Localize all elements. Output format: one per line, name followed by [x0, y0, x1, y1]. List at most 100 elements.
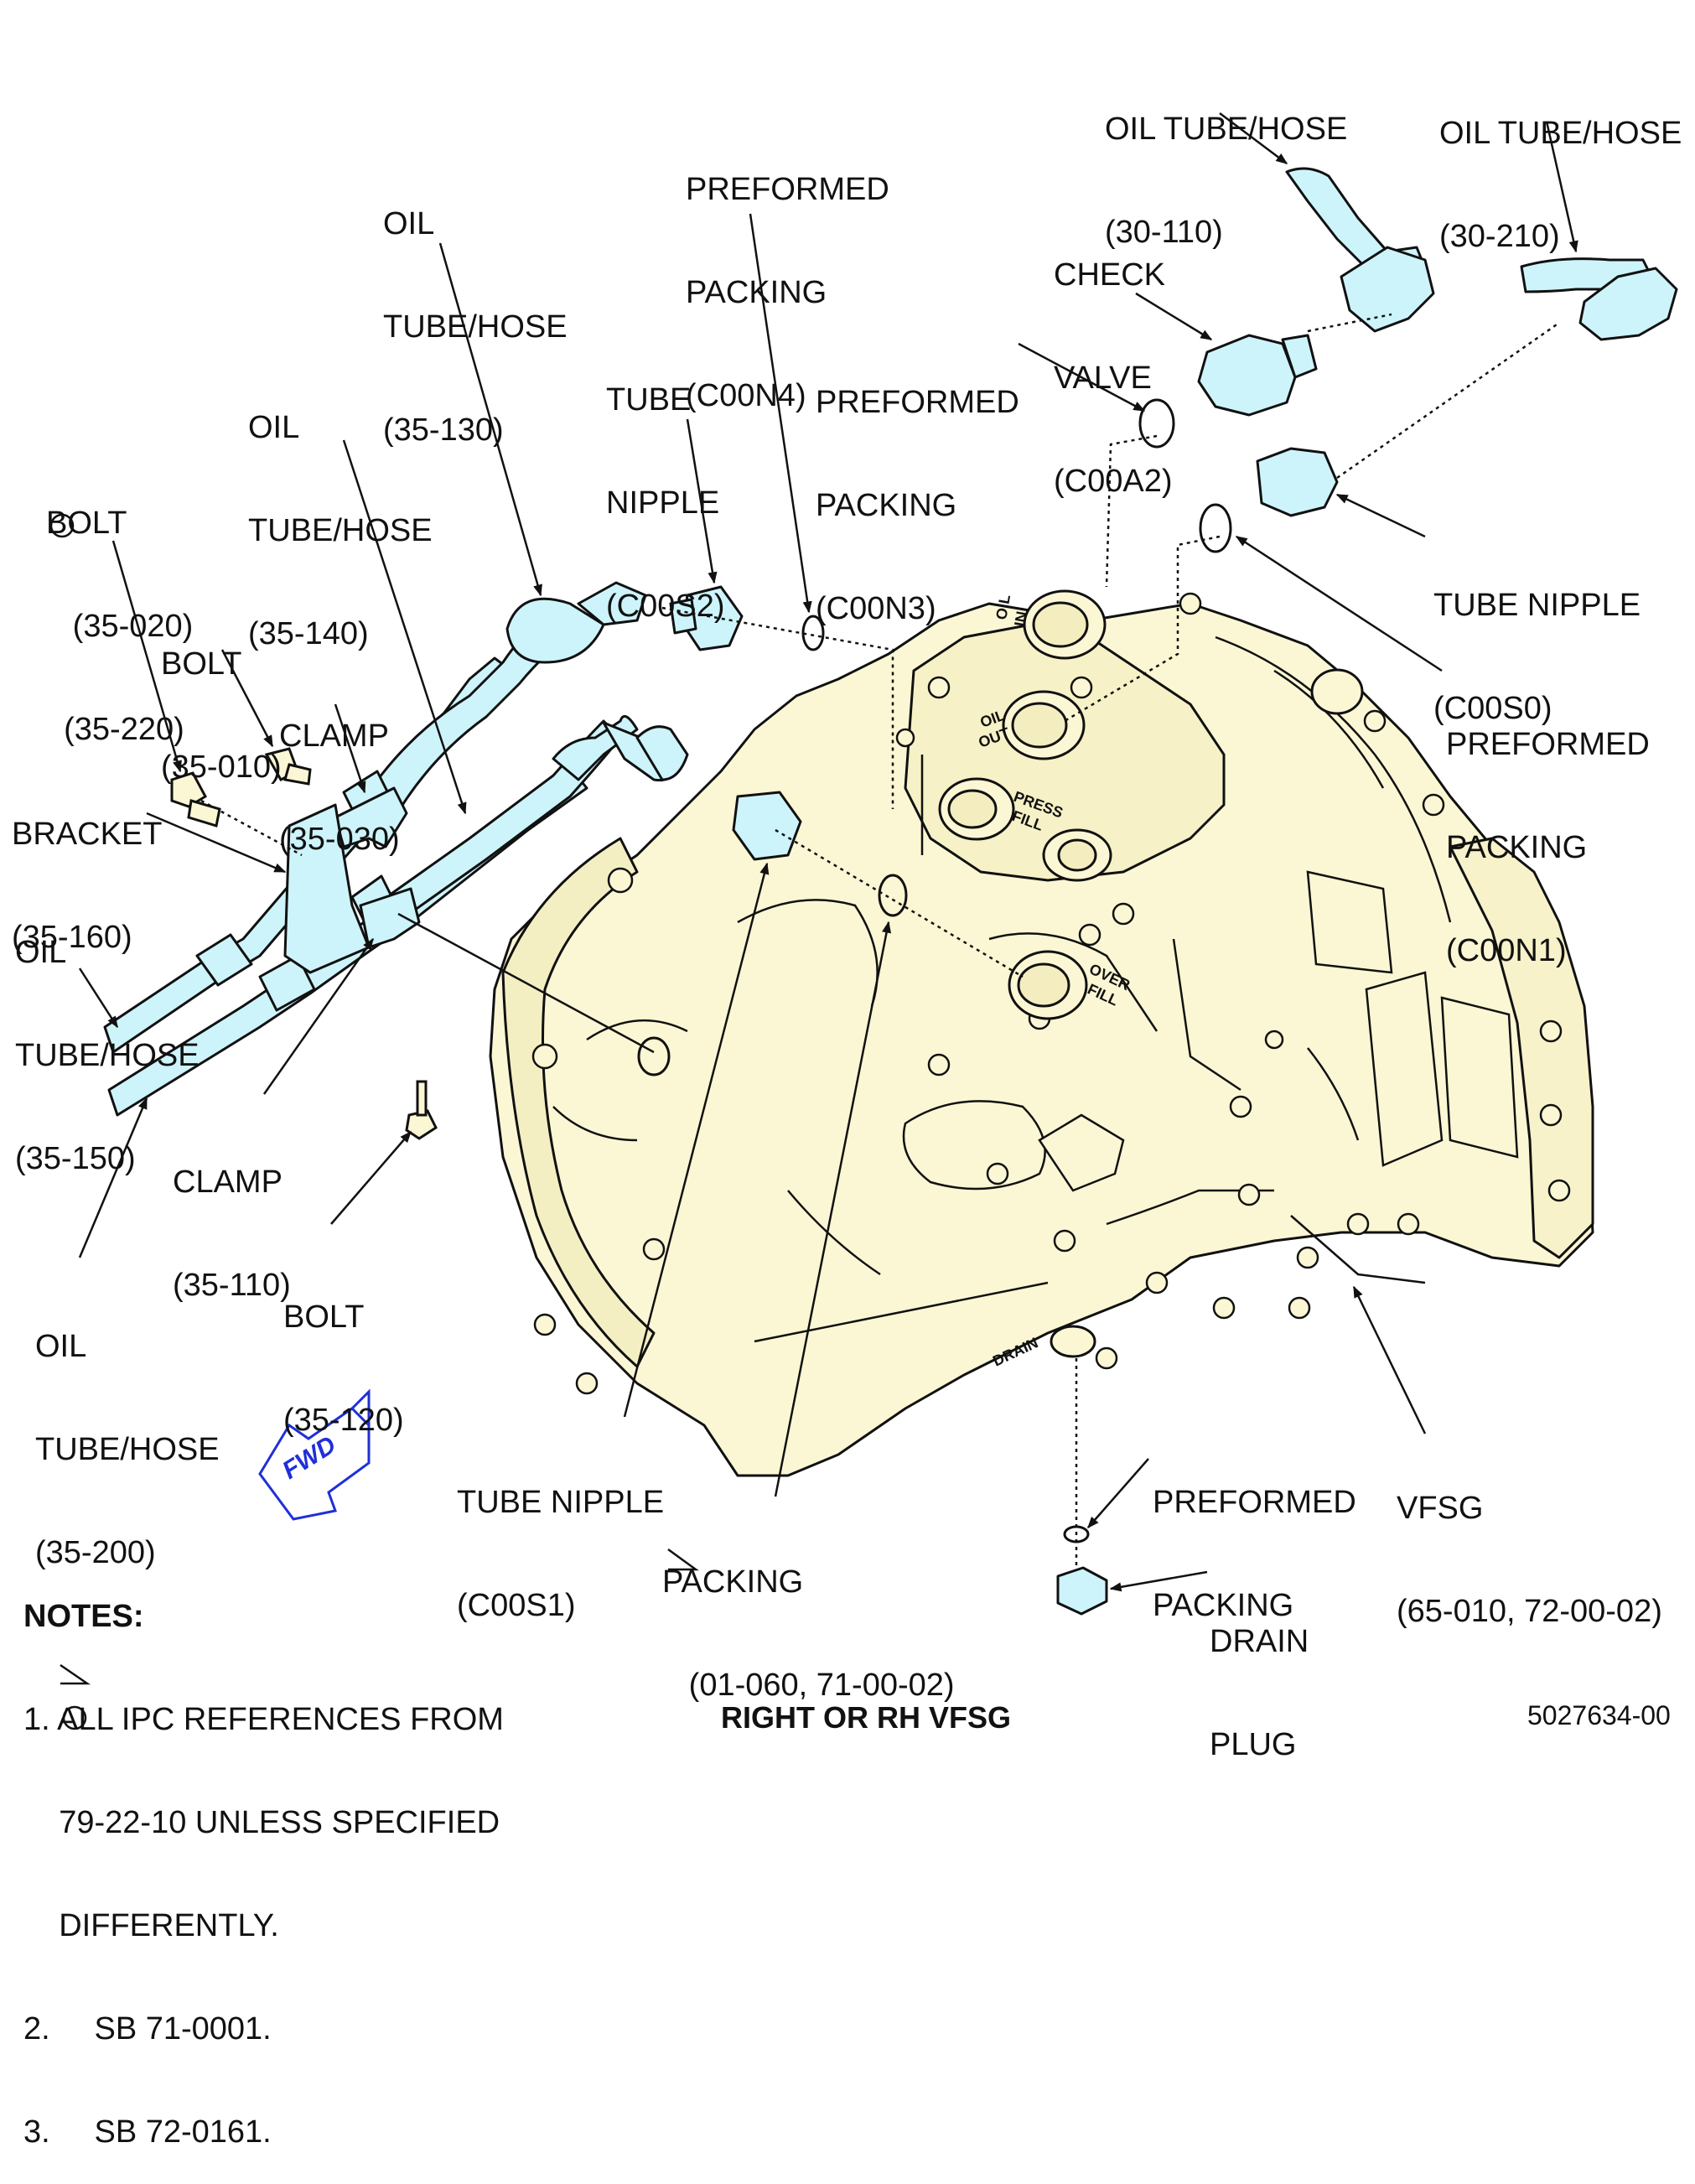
label-oil-tube-35-140: OIL TUBE/HOSE (35-140): [248, 342, 433, 686]
label-line: PREFORMED: [1446, 727, 1650, 762]
label-line: TUBE/HOSE: [383, 309, 568, 345]
label-vfsg: VFSG (65-010, 72-00-02): [1397, 1423, 1662, 1663]
label-line: PACKING: [662, 1564, 804, 1600]
label-line: NIPPLE: [606, 485, 720, 521]
leader-bracket: [146, 812, 287, 874]
label-line: OIL: [248, 410, 300, 445]
label-line: (C00N3): [816, 591, 936, 626]
reference-symbols: [49, 513, 699, 1730]
label-line: (35-150): [15, 1141, 136, 1176]
label-bolt-35-020: BOLT (35-020) (35-220): [46, 438, 193, 781]
label-oil-tube-30-210: OIL TUBE/HOSE (30-210): [1439, 48, 1682, 288]
leader-lines: [78, 112, 1578, 1592]
label-line: (35-160): [12, 920, 132, 955]
note-line: 79-22-10 UNLESS SPECIFIED: [23, 1805, 500, 1840]
label-line: OIL: [35, 1329, 87, 1364]
note-2-symbol-callout: [667, 1548, 699, 1571]
label-line: (35-130): [383, 412, 504, 448]
label-line: (C00N4): [686, 378, 806, 413]
note-2-symbol: [60, 1663, 91, 1685]
label-oil-tube-35-130: OIL TUBE/HOSE (35-130): [383, 138, 568, 482]
leader-packing-01-060: [774, 921, 892, 1497]
housing-detail: [552, 635, 1519, 1343]
label-line: (35-030): [279, 822, 400, 857]
label-line: PACKING: [1446, 830, 1588, 865]
label-line: VALVE: [1054, 361, 1152, 396]
label-line: (C00N1): [1446, 933, 1567, 968]
label-line: (35-110): [173, 1268, 291, 1303]
label-line: PREFORMED: [816, 385, 1019, 420]
packing-c00n3: [1138, 398, 1175, 449]
label-line: TUBE/HOSE: [248, 513, 433, 548]
port-bosses: [637, 589, 1364, 1358]
note-3-symbol-callout: [49, 513, 75, 538]
label-line: CLAMP: [279, 718, 389, 754]
label-line: DRAIN: [1210, 1624, 1309, 1659]
label-line: (C00S1): [457, 1588, 576, 1623]
notes-title: NOTES:: [23, 1599, 144, 1634]
leader-bolt-35-020: [111, 540, 182, 773]
figure-caption: RIGHT OR RH VFSG: [721, 1700, 1012, 1735]
tube-nipple-c00s0: [1256, 447, 1339, 517]
label-line: TUBE/HOSE: [35, 1432, 220, 1467]
notes: NOTES: 1. ALL IPC REFERENCES FROM 79-22-…: [23, 1531, 504, 2184]
label-line: PACKING: [1153, 1588, 1294, 1623]
label-line: OIL TUBE/HOSE: [1105, 112, 1348, 147]
document-number: 5027634-00: [1527, 1700, 1671, 1730]
vfsg-installation-diagram: OIL IN OIL OUT PRESS FILL OVER FILL DRAI…: [49, 112, 1678, 1730]
label-line: CLAMP: [173, 1165, 282, 1200]
label-line: (01-060, 71-00-02): [662, 1668, 955, 1703]
label-preformed-packing-c00n3: PREFORMED PACKING (C00N3): [816, 317, 1019, 661]
label-line: (35-010): [161, 750, 282, 785]
leader-oil-tube-30-210: [1545, 121, 1578, 253]
note-line: 2. SB 71-0001.: [23, 2011, 272, 2047]
label-oil-tube-35-200: OIL TUBE/HOSE (35-200): [35, 1261, 220, 1605]
label-drain-plug: DRAIN PLUG: [1210, 1556, 1309, 1797]
note-line: 3. SB 72-0161.: [23, 2114, 272, 2150]
label-tube-nipple-c00s2: TUBE NIPPLE (C00S2): [606, 314, 725, 658]
leader-clamp-35-030: [334, 703, 366, 794]
label-line: (C00A2): [1054, 464, 1173, 499]
label-oil-tube-30-110: OIL TUBE/HOSE (30-110): [1105, 44, 1347, 284]
label-line: BOLT: [283, 1300, 365, 1335]
label-line: (35-020): [46, 609, 194, 644]
label-line: PLUG: [1210, 1727, 1297, 1762]
drain-plug-shape: [1056, 1566, 1108, 1616]
alignment-lines: [200, 313, 1560, 1568]
label-line: VFSG: [1397, 1491, 1484, 1526]
leader-oil-tube-30-110: [1219, 112, 1288, 164]
leader-check-valve: [1135, 292, 1213, 341]
label-line: PACKING: [686, 275, 827, 310]
label-bolt-35-010: BOLT (35-010): [161, 578, 282, 819]
leader-oil-tube-35-200: [78, 1097, 148, 1258]
leader-bolt-35-120: [330, 1130, 412, 1225]
leader-packing-c00n1: [1235, 535, 1443, 672]
label-line: CHECK: [1054, 257, 1166, 293]
tube-nipple-c00s1: [732, 791, 802, 861]
leader-packing-c00n4: [749, 213, 812, 614]
leader-tube-nipple-c00s1: [623, 862, 770, 1418]
leader-tube-nipple-c00s0: [1335, 493, 1426, 538]
label-bracket-35-160: BRACKET (35-160): [12, 749, 162, 989]
label-line: (35-140): [248, 616, 369, 651]
label-line: (C00S0): [1433, 691, 1552, 726]
label-tube-nipple-c00s1: TUBE NIPPLE (C00S1): [457, 1417, 664, 1657]
label-line: (30-110): [1105, 215, 1223, 250]
label-line: (C00S2): [606, 589, 725, 624]
label-line: (30-210): [1439, 219, 1560, 254]
packing-01-060: [878, 874, 908, 917]
note-3-symbol: [62, 1705, 87, 1730]
leader-bolt-35-010: [220, 649, 274, 748]
small-bolts: [170, 747, 438, 1140]
clamp-35-030: [334, 786, 408, 848]
note-line: DIFFERENTLY.: [23, 1908, 279, 1943]
label-clamp-35-030: CLAMP (35-030): [279, 651, 400, 891]
label-line: OIL TUBE/HOSE: [1439, 116, 1682, 151]
packing-c00n1: [1199, 503, 1232, 553]
label-preformed-packing-c00n1: PREFORMED PACKING (C00N1): [1446, 659, 1650, 1003]
label-preformed-packing-c00n4: PREFORMED PACKING (C00N4): [686, 104, 889, 448]
note-line: 1. ALL IPC REFERENCES FROM: [23, 1702, 504, 1737]
label-tube-nipple-c00s0: TUBE NIPPLE (C00S0): [1433, 520, 1641, 760]
leader-drain-plug: [1109, 1570, 1208, 1592]
label-clamp-35-110: CLAMP (35-110): [173, 1097, 291, 1337]
